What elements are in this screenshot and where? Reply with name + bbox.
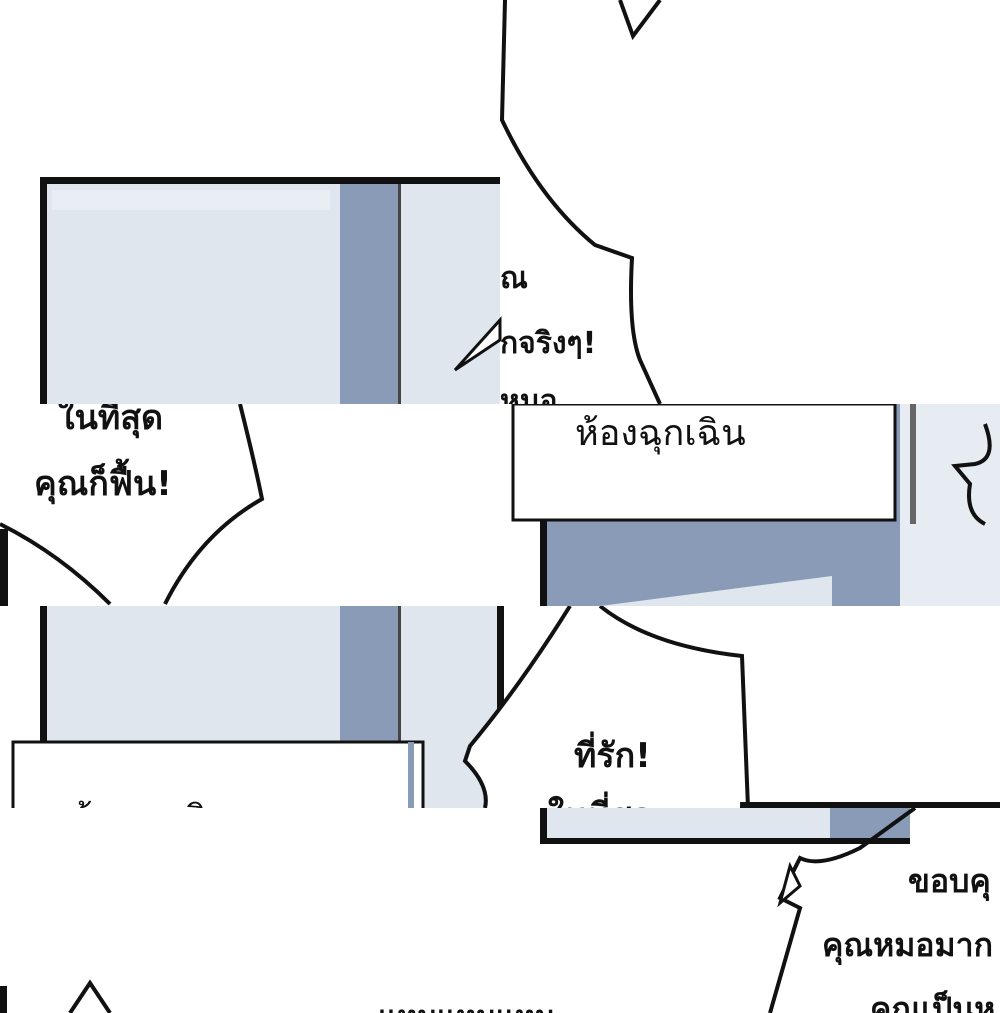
tile-3-sign: ห้องฉุกเฉิน xyxy=(70,790,231,808)
tile-3-text-2: ในที่สุด xyxy=(548,788,653,808)
comic-tile-1: ณ กจริงๆ! หมอ xyxy=(0,0,1000,404)
tile-2-text-2: คุณก็ฟื้น! xyxy=(34,464,172,504)
tile-2-text-1: ในที่สุด xyxy=(58,404,164,438)
tile-3-text-1: ที่รัก! xyxy=(574,736,651,776)
comic-tile-3: ที่รัก! ในที่สุด ห้องฉุกเฉิน xyxy=(0,606,1000,808)
tile-4-text-2: คุณหมอมาก xyxy=(822,926,993,964)
tile-1-text-3: หมอ xyxy=(500,384,558,404)
comic-tile-2: ในที่สุด คุณก็ฟื้น! ห้องฉุกเฉิน xyxy=(0,404,1000,606)
tile-1-text-2: กจริงๆ! xyxy=(500,326,597,361)
tile-2-sign: ห้องฉุกเฉิน xyxy=(575,413,746,454)
tile-4-text-1: ขอบคุ xyxy=(908,862,991,900)
tile-4-text-3: คุณเป็นห xyxy=(870,990,996,1013)
tile-4-art xyxy=(0,808,917,1013)
tile-1-text-1: ณ xyxy=(500,261,528,296)
comic-tile-4: ขอบคุ คุณหมอมาก คุณเป็นห แหมแหมแหม xyxy=(0,808,1000,1013)
tile-4-text-4: แหมแหมแหม xyxy=(378,994,555,1013)
tile-3-art xyxy=(11,606,1000,808)
tile-1-art xyxy=(40,0,1000,404)
tile-2-art xyxy=(0,404,1000,606)
